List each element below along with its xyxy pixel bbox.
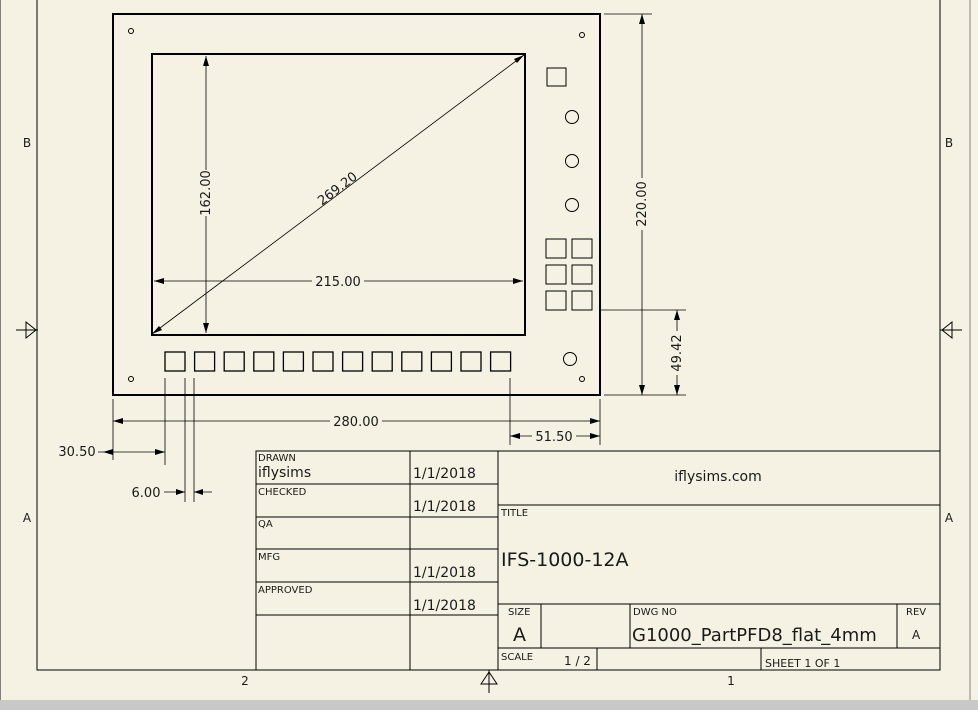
dimension-value-button-offset: 49.42 bbox=[670, 334, 685, 371]
knob-hole-icon bbox=[563, 352, 577, 366]
checked-label: CHECKED bbox=[258, 487, 307, 498]
dimension-button-width: 6.00 bbox=[132, 378, 212, 502]
square-button-top bbox=[546, 67, 567, 87]
dimension-screen-width: 215.00 bbox=[154, 273, 523, 290]
dimension-value-overall-width: 280.00 bbox=[333, 415, 379, 430]
dwg-no-label: DWG NO bbox=[633, 607, 677, 618]
scale-label: SCALE bbox=[501, 652, 533, 663]
dimension-value-overall-height: 220.00 bbox=[635, 181, 650, 227]
softkey-cutout bbox=[371, 351, 393, 372]
zone-label-a-right: A bbox=[945, 511, 954, 525]
zone-label-1: 1 bbox=[727, 674, 735, 688]
drawing-title: IFS-1000-12A bbox=[501, 549, 629, 571]
company-name: iflysims.com bbox=[674, 469, 761, 485]
dwg-no-value: G1000_PartPFD8_flat_4mm bbox=[632, 625, 877, 646]
softkey-cutout bbox=[164, 351, 186, 372]
size-value: A bbox=[513, 624, 526, 646]
dimension-value-right-offset: 51.50 bbox=[535, 430, 572, 445]
dimension-left-offset: 30.50 bbox=[58, 378, 166, 465]
softkey-row bbox=[164, 351, 512, 372]
keypad-grid bbox=[545, 238, 593, 311]
mfg-date: 1/1/2018 bbox=[413, 565, 476, 581]
dimension-value-left-offset: 30.50 bbox=[58, 445, 95, 460]
dimension-value-width: 215.00 bbox=[315, 275, 361, 290]
centering-mark-bottom bbox=[480, 670, 498, 693]
dimension-value-button-width: 6.00 bbox=[132, 486, 161, 501]
qa-label: QA bbox=[258, 519, 273, 530]
checked-date: 1/1/2018 bbox=[413, 499, 476, 515]
centering-mark-right bbox=[940, 320, 962, 340]
softkey-cutout bbox=[401, 351, 423, 372]
mfg-label: MFG bbox=[258, 552, 280, 563]
dimension-overall-width: 280.00 bbox=[112, 399, 601, 460]
screen-cutout bbox=[151, 53, 526, 336]
dimension-value-height: 162.00 bbox=[199, 170, 214, 216]
knob-hole-icon bbox=[565, 154, 579, 168]
softkey-cutout bbox=[223, 351, 245, 372]
dimension-right-offset: 51.50 bbox=[509, 378, 600, 445]
approved-date: 1/1/2018 bbox=[413, 598, 476, 614]
dimension-overall-height: 220.00 bbox=[600, 13, 686, 396]
size-label: SIZE bbox=[508, 607, 530, 618]
softkey-cutout bbox=[430, 351, 453, 372]
softkey-cutout bbox=[460, 351, 482, 372]
mount-hole-icon bbox=[128, 28, 134, 34]
centering-mark-left bbox=[16, 320, 38, 340]
softkey-cutout bbox=[312, 351, 334, 372]
softkey-cutout bbox=[489, 351, 512, 372]
softkey-cutout bbox=[341, 351, 364, 372]
zone-label-b-left: B bbox=[23, 136, 31, 150]
drawn-label: DRAWN bbox=[258, 453, 296, 464]
zone-label-2: 2 bbox=[241, 674, 249, 688]
mount-hole-icon bbox=[579, 32, 585, 38]
mount-hole-icon bbox=[128, 376, 134, 382]
bezel-outline bbox=[112, 13, 601, 396]
drawn-date: 1/1/2018 bbox=[413, 466, 476, 482]
sheet-number: SHEET 1 OF 1 bbox=[765, 657, 840, 670]
knob-hole-icon bbox=[565, 110, 579, 124]
approved-label: APPROVED bbox=[258, 585, 313, 596]
dimension-screen-height: 162.00 bbox=[198, 56, 214, 333]
zone-label-a-left: A bbox=[23, 511, 32, 525]
softkey-cutout bbox=[253, 351, 275, 372]
softkey-cutout bbox=[193, 351, 216, 372]
title-label: TITLE bbox=[500, 508, 528, 519]
rev-value: A bbox=[912, 628, 921, 642]
mount-hole-icon bbox=[579, 376, 585, 382]
softkey-cutout bbox=[282, 351, 305, 372]
dimension-button-offset: 49.42 bbox=[669, 310, 685, 395]
drawn-by: iflysims bbox=[258, 465, 311, 481]
scale-value: 1 / 2 bbox=[564, 654, 591, 668]
title-block: DRAWN iflysims 1/1/2018 CHECKED 1/1/2018… bbox=[255, 450, 941, 671]
knob-hole-icon bbox=[565, 198, 579, 212]
rev-label: REV bbox=[906, 607, 926, 618]
zone-label-b-right: B bbox=[945, 136, 953, 150]
